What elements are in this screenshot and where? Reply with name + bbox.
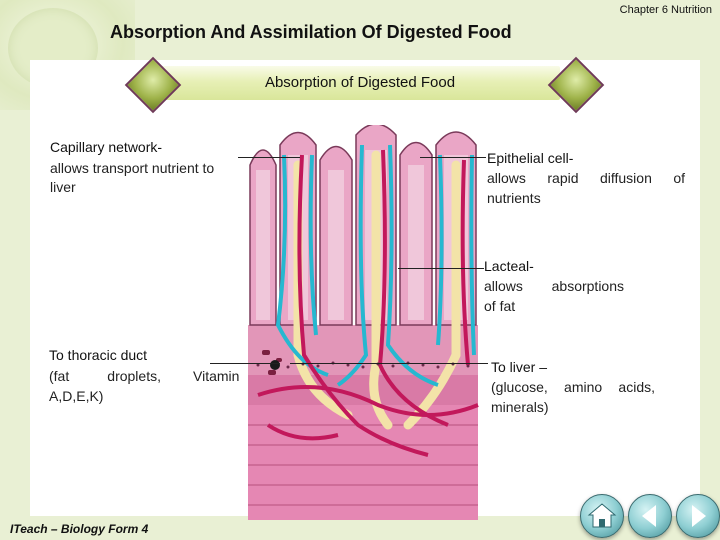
epithelial-desc-2: nutrients: [487, 190, 541, 206]
page-title: Absorption And Assimilation Of Digested …: [110, 22, 512, 42]
leader-capillary: [238, 157, 300, 158]
back-button[interactable]: [628, 494, 672, 538]
home-button[interactable]: [580, 494, 624, 538]
leader-thoracic: [210, 363, 280, 364]
thoracic-desc-vitamin: Vitamin: [193, 368, 240, 384]
thoracic-title: To thoracic duct: [49, 347, 148, 363]
lacteal-title: Lacteal-: [484, 258, 534, 274]
lacteal-desc-1: allows absorptions: [484, 278, 624, 294]
forward-button[interactable]: [676, 494, 720, 538]
capillary-title: Capillary network-: [50, 139, 163, 155]
banner-title: Absorption of Digested Food: [264, 74, 456, 91]
epithelial-desc-1: allows rapid diffusion of: [487, 170, 685, 186]
chapter-label: Chapter 6 Nutrition: [619, 4, 712, 16]
home-icon: [587, 503, 617, 528]
leader-liver: [290, 363, 488, 364]
epithelial-title: Epithelial cell-: [487, 150, 574, 166]
liver-desc-2: minerals): [491, 399, 549, 415]
liver-desc-1: (glucose, amino acids,: [491, 379, 655, 395]
liver-title: To liver –: [491, 359, 548, 375]
villi-diagram: [248, 125, 479, 520]
thoracic-desc-2: A,D,E,K): [49, 388, 104, 404]
back-icon: [642, 505, 656, 527]
banner: [160, 66, 560, 100]
capillary-desc-1: allows transport nutrient to: [50, 160, 215, 176]
forward-icon: [692, 505, 706, 527]
footer-text: ITeach – Biology Form 4: [10, 522, 149, 536]
lacteal-desc-2: of fat: [484, 298, 516, 314]
leader-lacteal: [398, 268, 484, 269]
capillary-desc-2: liver: [50, 179, 76, 195]
thoracic-desc-1: (fat droplets,: [49, 368, 161, 384]
leader-epithelial: [420, 157, 486, 158]
